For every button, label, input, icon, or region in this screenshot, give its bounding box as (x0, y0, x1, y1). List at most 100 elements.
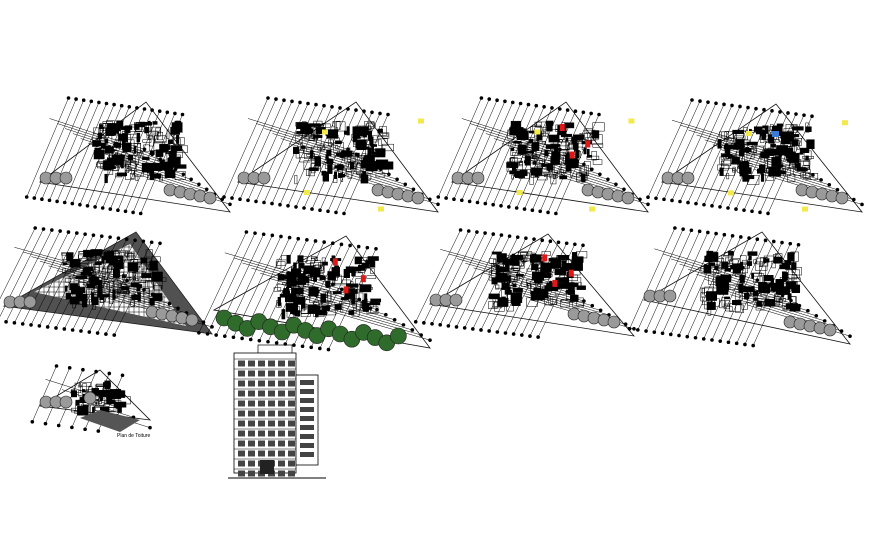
grid-axis (111, 158, 207, 190)
grid-axis (280, 138, 381, 170)
room (741, 302, 748, 310)
room (95, 162, 104, 168)
axis-bubble (718, 205, 722, 209)
axis-bubble (24, 195, 29, 199)
axis-bubble (173, 111, 177, 116)
axis-bubble (466, 229, 471, 233)
axis-bubble (123, 209, 128, 214)
axis-bubble (623, 322, 628, 327)
axis-bubble (181, 172, 186, 177)
room (779, 287, 786, 294)
window (248, 450, 255, 457)
axis-bubble (107, 371, 112, 376)
room (359, 284, 372, 293)
grid-axis (327, 112, 373, 212)
axis-bubble (112, 102, 116, 107)
axis-bubble (483, 231, 487, 235)
room (365, 147, 374, 155)
axis-bubble (37, 324, 42, 328)
axis-bubble (150, 292, 155, 297)
grid-axis (79, 105, 122, 205)
axis-bubble (45, 325, 50, 329)
grid-axis (89, 240, 136, 333)
room (92, 299, 96, 310)
axis-bubble (835, 187, 840, 192)
grid-axis (140, 114, 183, 214)
axis-bubble (467, 199, 472, 204)
grid-axis (438, 97, 482, 198)
room (281, 309, 286, 320)
window (300, 452, 314, 457)
tree (621, 191, 635, 205)
room (577, 150, 581, 159)
room (361, 262, 370, 269)
room (559, 139, 563, 143)
grid-axis (453, 100, 498, 200)
room (366, 275, 377, 279)
axis-bubble (491, 202, 495, 207)
window (278, 360, 285, 367)
window (300, 443, 314, 448)
grid-axis (49, 101, 92, 201)
site-boundary (236, 101, 439, 213)
axis-bubble (771, 239, 776, 244)
grid-axis (721, 149, 822, 181)
room (759, 276, 763, 283)
room (321, 123, 331, 128)
room (141, 273, 152, 279)
window (288, 390, 295, 397)
room (506, 165, 516, 172)
room (577, 139, 586, 142)
room (534, 121, 542, 127)
axis-bubble (112, 333, 117, 337)
room (296, 131, 308, 134)
grid-axis (39, 234, 86, 327)
grid-axis (286, 288, 395, 321)
axis-bubble (475, 230, 479, 234)
window (278, 370, 285, 377)
room (732, 129, 744, 135)
axis-bubble (115, 405, 119, 409)
window (300, 416, 314, 421)
room (323, 171, 328, 175)
room (94, 261, 102, 266)
grid-axis (671, 119, 773, 151)
grid-axis (488, 239, 535, 332)
grid-axis (272, 133, 373, 165)
room (726, 155, 729, 159)
axis-bubble (378, 167, 383, 172)
axis-bubble (718, 339, 723, 343)
grid-axis (313, 158, 414, 190)
axis-bubble (526, 102, 531, 107)
room (547, 128, 558, 139)
axis-bubble (413, 320, 418, 324)
axis-bubble (565, 108, 570, 112)
yellow-marker (304, 190, 310, 195)
axis-bubble (127, 105, 132, 109)
room (357, 143, 364, 148)
axis-bubble (742, 208, 746, 212)
room (521, 142, 533, 149)
axis-bubble (261, 232, 266, 237)
axis-bubble (438, 323, 443, 327)
grid-axis (49, 118, 145, 150)
axis-bubble (758, 210, 762, 215)
room (788, 269, 800, 279)
axis-bubble (95, 331, 100, 335)
axis-bubble (734, 341, 739, 346)
grid-axis (55, 236, 102, 329)
grid-axis (735, 111, 781, 210)
window (278, 380, 285, 387)
axis-bubble (54, 364, 59, 368)
room (796, 140, 800, 150)
room (747, 251, 758, 256)
axis-bubble (282, 98, 286, 102)
window (248, 390, 255, 397)
axis-bubble (362, 157, 367, 162)
axis-bubble (806, 308, 810, 313)
grid-axis (198, 231, 247, 333)
room (496, 264, 506, 273)
axis-bubble (780, 293, 785, 298)
room (65, 292, 72, 300)
room (375, 148, 386, 154)
